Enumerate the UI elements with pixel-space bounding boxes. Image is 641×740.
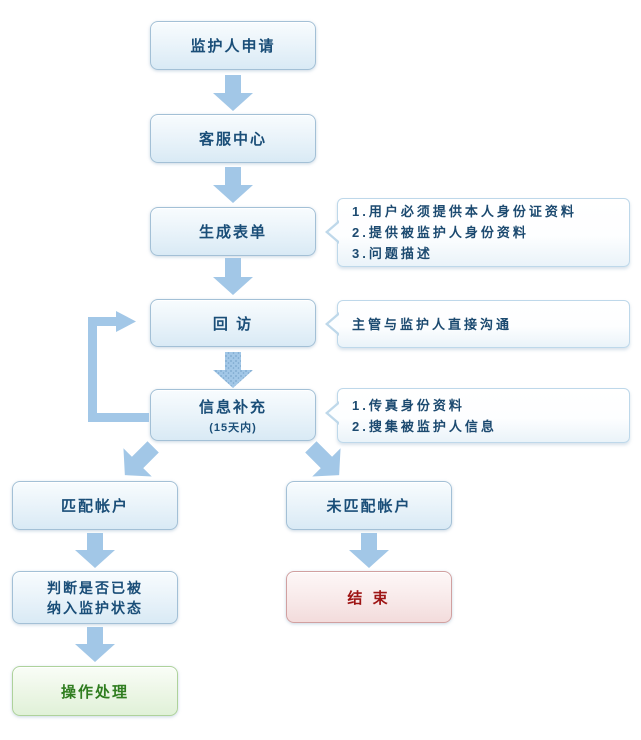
arrow-down-matched-to-check <box>75 533 115 568</box>
note-line: 2.提供被监护人身份资料 <box>352 225 529 240</box>
note-generate-form: 1.用户必须提供本人身份证资料 2.提供被监护人身份资料 3.问题描述 <box>337 198 630 267</box>
node-operation: 操作处理 <box>12 666 178 716</box>
node-guardianship-check-line1: 判断是否已被 <box>47 579 143 596</box>
node-operation-label: 操作处理 <box>60 683 129 701</box>
node-matched-account-label: 匹配帐户 <box>60 498 129 515</box>
node-guardian-apply: 监护人申请 <box>150 21 316 70</box>
node-service-center-label: 客服中心 <box>198 131 267 148</box>
node-end-label: 结 束 <box>347 589 391 607</box>
node-follow-up-label: 回 访 <box>212 315 254 333</box>
node-service-center: 客服中心 <box>150 114 316 163</box>
note-follow-up: 主管与监护人直接沟通 <box>337 300 630 348</box>
note-line: 1.传真身份资料 <box>352 397 465 413</box>
node-generate-form-label: 生成表单 <box>198 224 267 241</box>
node-guardianship-check-line2: 纳入监护状态 <box>47 599 143 616</box>
node-info-supplement-sublabel: (15天内) <box>209 421 257 434</box>
note-line: 2.搜集被监护人信息 <box>352 418 497 434</box>
node-info-supplement-label: 信息补充 <box>198 398 267 416</box>
note-line: 主管与监护人直接沟通 <box>352 316 513 332</box>
arrow-down-unmatched-to-end <box>349 533 389 568</box>
node-end: 结 束 <box>286 571 452 623</box>
arrow-down-followup-to-info <box>213 352 253 388</box>
arrow-down-service-to-form <box>213 167 253 203</box>
node-matched-account: 匹配帐户 <box>12 481 178 530</box>
node-follow-up: 回 访 <box>150 299 316 347</box>
node-guardianship-check: 判断是否已被 纳入监护状态 <box>12 571 178 624</box>
arrow-down-form-to-followup <box>213 258 253 295</box>
note-info-supplement: 1.传真身份资料 2.搜集被监护人信息 <box>337 388 630 443</box>
node-generate-form: 生成表单 <box>150 207 316 256</box>
node-unmatched-account: 未匹配帐户 <box>286 481 452 530</box>
node-info-supplement: 信息补充 (15天内) <box>150 389 316 441</box>
note-line: 1.用户必须提供本人身份证资料 <box>352 204 577 219</box>
node-guardian-apply-label: 监护人申请 <box>190 38 276 55</box>
arrow-down-check-to-operation <box>75 627 115 662</box>
note-line: 3.问题描述 <box>352 246 433 261</box>
node-unmatched-account-label: 未匹配帐户 <box>326 498 412 515</box>
arrow-loop-info-to-followup <box>88 311 149 422</box>
arrow-down-apply-to-service <box>213 75 253 111</box>
